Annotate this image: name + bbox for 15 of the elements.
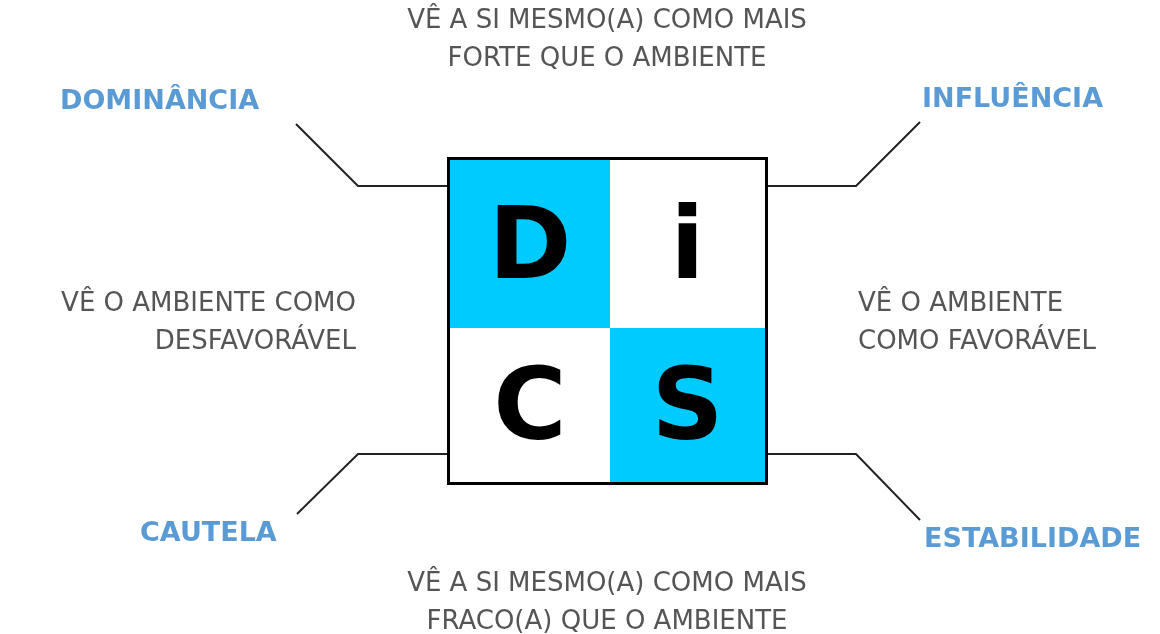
description-text: VÊ A SI MESMO(A) COMO MAIS FORTE QUE O AMBIENTE bbox=[406, 2, 808, 74]
style-label: ESTABILIDADE bbox=[924, 522, 1160, 560]
description-text: VÊ O AMBIENTE COMO FAVORÁVEL bbox=[858, 285, 1098, 357]
quadrant-letter: C bbox=[493, 355, 567, 455]
style-label: DOMINÂNCIA bbox=[60, 84, 290, 122]
style-label: INFLUÊNCIA bbox=[922, 82, 1132, 120]
description-text: VÊ O AMBIENTE COMO DESFAVORÁVEL bbox=[60, 285, 356, 357]
quadrant-panel bbox=[450, 160, 610, 328]
square-frame bbox=[447, 157, 768, 485]
description-text: VÊ A SI MESMO(A) COMO MAIS FRACO(A) QUE O AMBIENTE bbox=[406, 565, 808, 634]
style-label: CAUTELA bbox=[140, 516, 300, 554]
quadrant-panel bbox=[610, 328, 765, 482]
quadrant-letter: S bbox=[651, 355, 724, 455]
quadrant-letter: i bbox=[670, 194, 705, 294]
quadrant-letter: D bbox=[488, 194, 572, 294]
